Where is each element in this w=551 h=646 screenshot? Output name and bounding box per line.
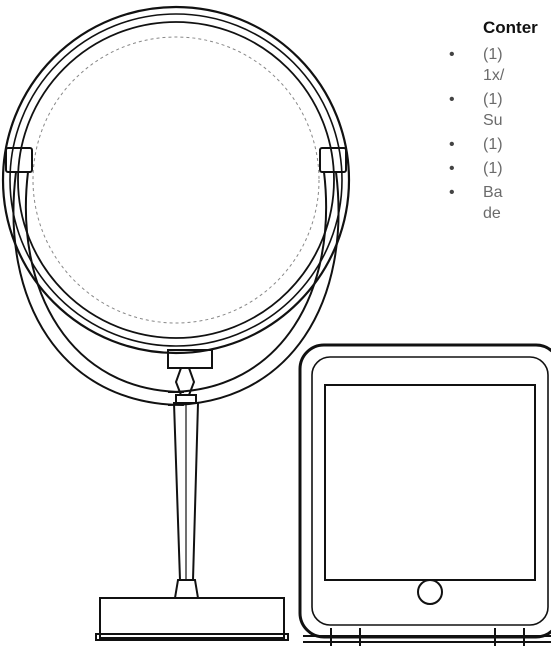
list-item-text: (1)	[483, 136, 503, 153]
travel-mirror-screen	[324, 384, 536, 581]
list-item-text: (1)	[483, 160, 503, 177]
list-item: • Ba de	[449, 182, 551, 224]
list-item: • (1)	[449, 158, 551, 179]
bullet-icon: •	[449, 184, 455, 201]
list-item-text: (1) 1x/	[483, 46, 505, 84]
bullet-icon: •	[449, 91, 455, 108]
travel-mirror-illustration	[298, 343, 551, 646]
list-item-text: (1) Su	[483, 91, 503, 129]
bullet-icon: •	[449, 46, 455, 63]
contents-heading: Conter	[483, 18, 538, 37]
mirror-base	[99, 597, 285, 639]
travel-mirror-button	[417, 579, 443, 605]
list-item-text: Ba de	[483, 184, 503, 222]
travel-mirror-outer-frame	[298, 343, 551, 639]
contents-list: • (1) 1x/ • (1) Su • (1) • (1) • Ba de	[449, 44, 551, 224]
list-item: • (1)	[449, 134, 551, 155]
bullet-icon: •	[449, 160, 455, 177]
contents-panel: Conter • (1) 1x/ • (1) Su • (1) • (1) • …	[449, 18, 551, 227]
list-item: • (1) 1x/	[449, 44, 551, 86]
magnifier-ring	[32, 36, 320, 324]
vanity-mirror-illustration	[1, 5, 351, 641]
bullet-icon: •	[449, 136, 455, 153]
list-item: • (1) Su	[449, 89, 551, 131]
